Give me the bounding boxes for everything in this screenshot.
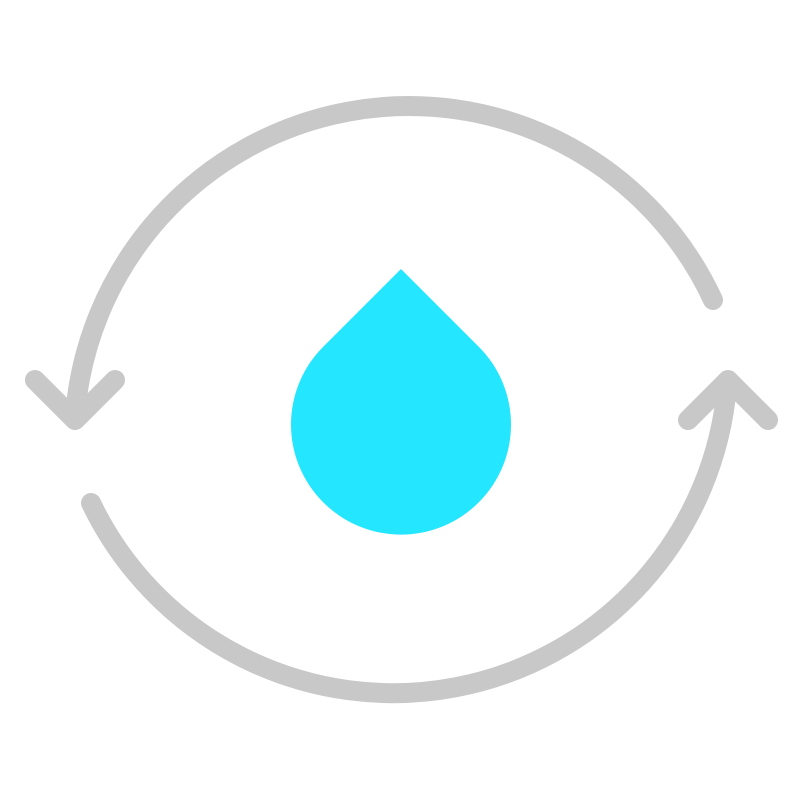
upper-cycle-arrow-arc: [65, 96, 723, 427]
up-arrowhead-icon: [678, 370, 778, 430]
lower-cycle-arrow-arc: [81, 375, 737, 704]
down-arrowhead-icon: [25, 370, 125, 430]
water-drop-icon: [291, 269, 511, 535]
